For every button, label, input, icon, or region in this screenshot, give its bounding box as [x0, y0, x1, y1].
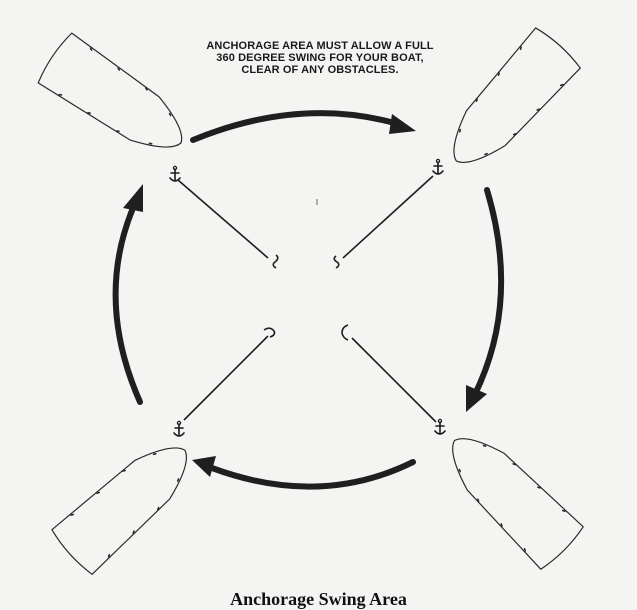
boat-bottom-left	[50, 428, 205, 576]
diagram-caption: Anchorage Swing Area	[0, 589, 637, 610]
anchor-icon	[170, 166, 180, 181]
anchor-icon	[435, 419, 445, 434]
anchor-line-top-right	[343, 176, 433, 258]
swing-arrow-left	[116, 184, 143, 402]
note-line-1: ANCHORAGE AREA MUST ALLOW A FULL	[170, 40, 470, 52]
note-line-2: 360 DEGREE SWING FOR YOUR BOAT,	[170, 52, 470, 64]
swing-arrow-bottom	[192, 456, 413, 487]
swing-arrow-top	[193, 113, 416, 140]
anchor-hook-bottom-left	[264, 328, 275, 337]
anchor-line-bottom-left	[184, 336, 268, 420]
anchor-line-top-left	[178, 180, 268, 258]
boat-bottom-right	[433, 419, 585, 571]
anchor-icon	[433, 159, 443, 174]
anchor-line-bottom-right	[352, 338, 436, 422]
anchor-hook-bottom-right	[342, 325, 348, 340]
anchor-hook-top-right	[334, 256, 339, 268]
swing-arrow-right	[466, 190, 501, 412]
anchorage-note: ANCHORAGE AREA MUST ALLOW A FULL 360 DEG…	[170, 40, 470, 76]
anchor-hook-top-left	[273, 255, 278, 268]
anchor-icon	[174, 421, 184, 436]
note-line-3: CLEAR OF ANY OBSTACLES.	[170, 64, 470, 76]
